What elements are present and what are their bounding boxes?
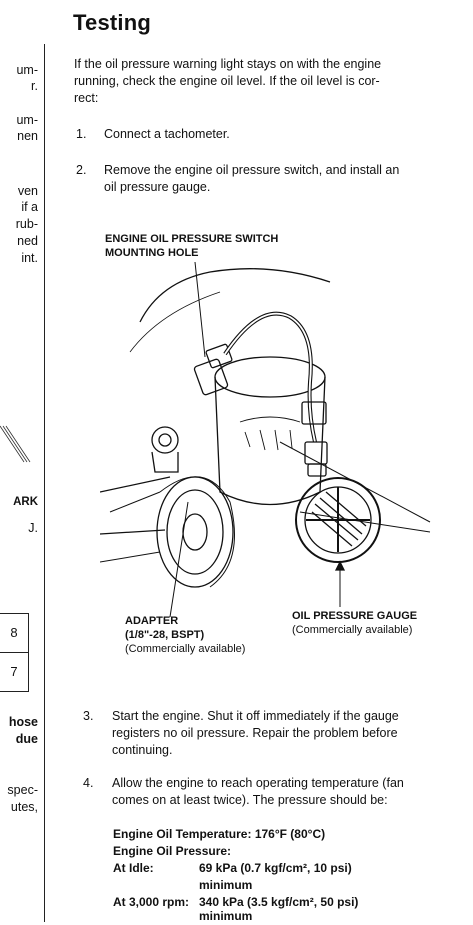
step-line: Allow the engine to reach operating temp… — [112, 776, 404, 790]
spec-idle-value: 69 kPa (0.7 kgf/cm², 10 psi) — [199, 861, 352, 875]
switch-callout: ENGINE OIL PRESSURE SWITCH MOUNTING HOLE — [105, 232, 278, 260]
left-fragment: r. — [31, 79, 38, 93]
left-fragment: rub- — [15, 217, 38, 231]
spec-temperature: Engine Oil Temperature: 176°F (80°C) — [113, 826, 325, 843]
callout-line: (Commercially available) — [292, 624, 413, 636]
callout-line: OIL PRESSURE GAUGE — [292, 610, 418, 622]
spec-value: 176°F (80°C) — [254, 827, 326, 841]
section-title: Testing — [73, 10, 151, 35]
left-fragment: due — [15, 732, 38, 746]
left-table-fragment: 8 7 — [0, 613, 29, 692]
step-text: Start the engine. Shut it off immediatel… — [112, 708, 399, 759]
step-number: 3. — [83, 709, 94, 723]
left-fragment: nen — [17, 129, 38, 143]
left-fragment: J. — [28, 521, 38, 535]
step-line: Start the engine. Shut it off immediatel… — [112, 709, 399, 723]
step-number: 2. — [76, 163, 87, 177]
spec-rpm-min: minimum — [199, 909, 253, 923]
table-cell: 8 — [10, 625, 18, 640]
intro-line: running, check the engine oil level. If … — [74, 74, 380, 88]
column-divider — [44, 44, 45, 922]
spec-idle-label: At Idle: — [113, 861, 154, 875]
spec-rpm-label: At 3,000 rpm: — [113, 895, 190, 909]
step-line: registers no oil pressure. Repair the pr… — [112, 726, 398, 740]
left-fragment: um- — [16, 113, 38, 127]
intro-paragraph: If the oil pressure warning light stays … — [74, 56, 381, 107]
spec-rpm-value: 340 kPa (3.5 kgf/cm², 50 psi) — [199, 895, 359, 909]
table-cell: 7 — [0, 652, 28, 691]
intro-line: If the oil pressure warning light stays … — [74, 57, 382, 71]
left-fragment: ned — [17, 234, 38, 248]
left-fragment: if a — [21, 200, 38, 214]
step-line: continuing. — [112, 743, 173, 757]
callout-line: (1/8"-28, BSPT) — [125, 629, 205, 641]
spec-pressure-label: Engine Oil Pressure: — [113, 844, 232, 858]
step-line: oil pressure gauge. — [104, 180, 211, 194]
step-text: Remove the engine oil pressure switch, a… — [104, 162, 399, 196]
left-page-fragment: um- r. um- nen ven if a rub- ned int. AR… — [0, 0, 44, 922]
gauge-callout: OIL PRESSURE GAUGE (Commercially availab… — [292, 609, 417, 637]
left-fragment: ven — [17, 184, 38, 198]
step-text: Connect a tachometer. — [104, 126, 230, 143]
callout-line: ENGINE OIL PRESSURE SWITCH — [105, 233, 279, 245]
left-fragment: spec- — [7, 783, 38, 797]
left-fragment: um- — [16, 63, 38, 77]
left-figure-fragment — [0, 425, 31, 463]
step-line: comes on at least twice). The pressure s… — [112, 793, 388, 807]
left-fragment: hose — [8, 715, 38, 729]
step-text: Allow the engine to reach operating temp… — [112, 775, 404, 809]
left-fragment: utes, — [10, 800, 38, 814]
callout-line: ADAPTER — [125, 615, 179, 627]
left-fragment: ARK — [13, 496, 38, 508]
spec-idle-min: minimum — [199, 878, 253, 892]
left-fragment: int. — [21, 251, 38, 265]
oil-pressure-gauge-illustration — [100, 262, 431, 617]
step-line: Connect a tachometer. — [104, 127, 230, 141]
callout-line: (Commercially available) — [125, 643, 246, 655]
step-number: 4. — [83, 776, 94, 790]
adapter-callout: ADAPTER (1/8"-28, BSPT) (Commercially av… — [125, 614, 245, 656]
spec-label: Engine Oil Temperature: — [113, 827, 252, 841]
callout-line: MOUNTING HOLE — [105, 247, 199, 259]
step-line: Remove the engine oil pressure switch, a… — [104, 163, 400, 177]
intro-line: rect: — [74, 91, 99, 105]
step-number: 1. — [76, 127, 87, 141]
